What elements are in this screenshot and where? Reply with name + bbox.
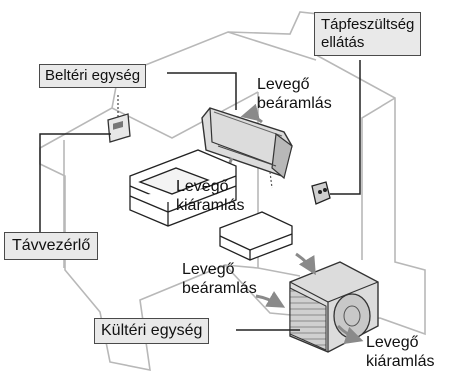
indoor-inlet-text-line2: beáramlás: [257, 95, 332, 112]
airflow-pattern-left: [129, 149, 237, 227]
outdoor-unit-label: Kültéri egység: [94, 318, 210, 344]
indoor-inlet-text-line1: Levegő: [257, 76, 310, 93]
power-supply-label-line1: Tápfeszültség: [321, 16, 415, 33]
outdoor-outlet-text-line2: kiáramlás: [366, 353, 435, 370]
outdoor-unit-device: [289, 261, 379, 353]
power-supply-label: Tápfeszültség ellátás: [314, 12, 422, 56]
indoor-outlet-text: Levegő kiáramlás: [176, 177, 244, 215]
indoor-inlet-arrow: [240, 103, 263, 124]
outdoor-inlet-text-line1: Levegő: [182, 261, 235, 278]
outdoor-inlet-text: Levegő beáramlás: [182, 260, 257, 298]
airflow-pattern-right: [219, 211, 293, 261]
outdoor-inlet-arrow: [255, 252, 316, 308]
indoor-unit-label: Beltéri egység: [39, 64, 147, 88]
power-socket-device: [311, 181, 331, 205]
remote-controller-label: Távvezérlő: [4, 232, 99, 260]
indoor-outlet-text-line1: Levegő: [176, 178, 229, 195]
outdoor-outlet-text: Levegő kiáramlás: [366, 333, 434, 371]
indoor-unit-leader: [167, 72, 237, 110]
indoor-unit-device: [201, 107, 293, 180]
indoor-piping: [269, 171, 273, 189]
outdoor-inlet-text-line2: beáramlás: [182, 280, 257, 297]
outdoor-outlet-arrow: [336, 324, 364, 344]
power-supply-leader: [330, 60, 361, 195]
power-supply-label-line2: ellátás: [321, 34, 365, 51]
room-outline: [39, 11, 426, 372]
outdoor-outlet-text-line1: Levegő: [366, 334, 419, 351]
leader-lines: [39, 60, 361, 331]
remote-controller-leader: [39, 133, 111, 232]
indoor-outlet-text-line2: kiáramlás: [176, 197, 245, 214]
indoor-inlet-text: Levegő beáramlás: [257, 75, 332, 113]
remote-controller-device: [107, 113, 131, 143]
